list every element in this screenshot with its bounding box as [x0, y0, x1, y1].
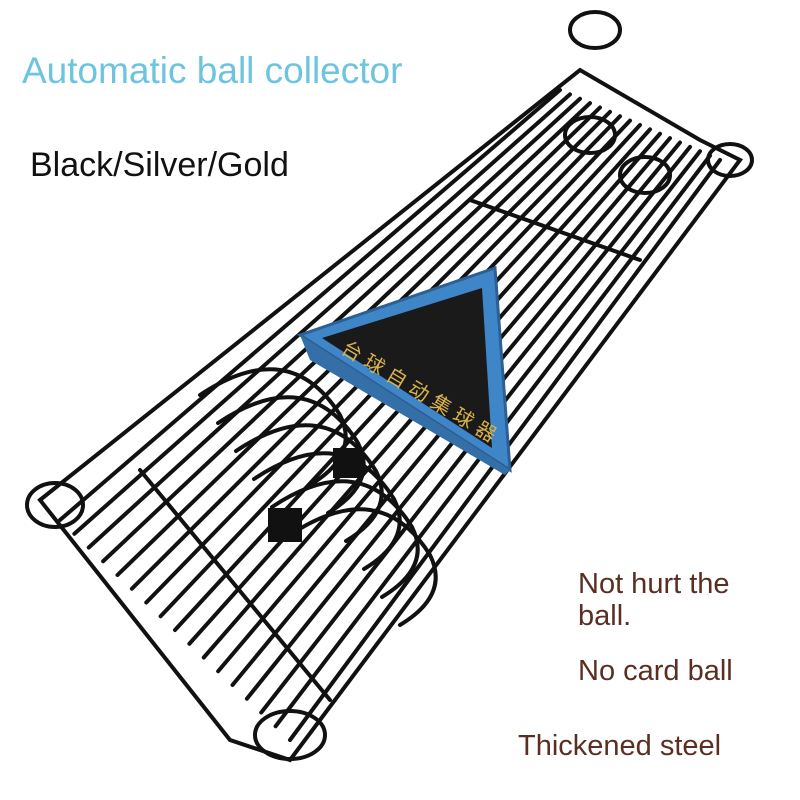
rack-clip: [333, 448, 363, 478]
rack-ring-holder: [253, 709, 327, 761]
rack-outer-frame: [37, 67, 744, 763]
rack-ball-guide: [270, 479, 420, 599]
product-title: Automatic ball collector: [22, 50, 403, 91]
rack-ring-holder: [706, 142, 754, 178]
rack-ring-holder: [618, 155, 672, 195]
rack-clip: [268, 508, 302, 542]
rack-wire: [72, 92, 572, 536]
rack-ball-guide: [252, 451, 402, 571]
color-options: Black/Silver/Gold: [30, 146, 289, 184]
rack-ball-guide: [288, 507, 438, 627]
rack-ball-guide: [216, 395, 366, 515]
rack-ring-holder: [563, 115, 617, 155]
rack-ring-holder: [568, 10, 622, 50]
feature-not-hurt-ball: Not hurt the ball.: [578, 568, 730, 632]
feature-no-card-ball: No card ball: [578, 655, 733, 687]
rack-cross-rail: [138, 468, 332, 702]
rack-cross-rail: [468, 198, 642, 262]
rack-ring-holder: [25, 481, 85, 529]
rack-ball-guide: [234, 423, 384, 543]
triangle-tray: 台球自动集球器: [296, 265, 512, 475]
feature-thickened-steel: Thickened steel: [518, 730, 722, 762]
rack-wire: [58, 88, 562, 522]
